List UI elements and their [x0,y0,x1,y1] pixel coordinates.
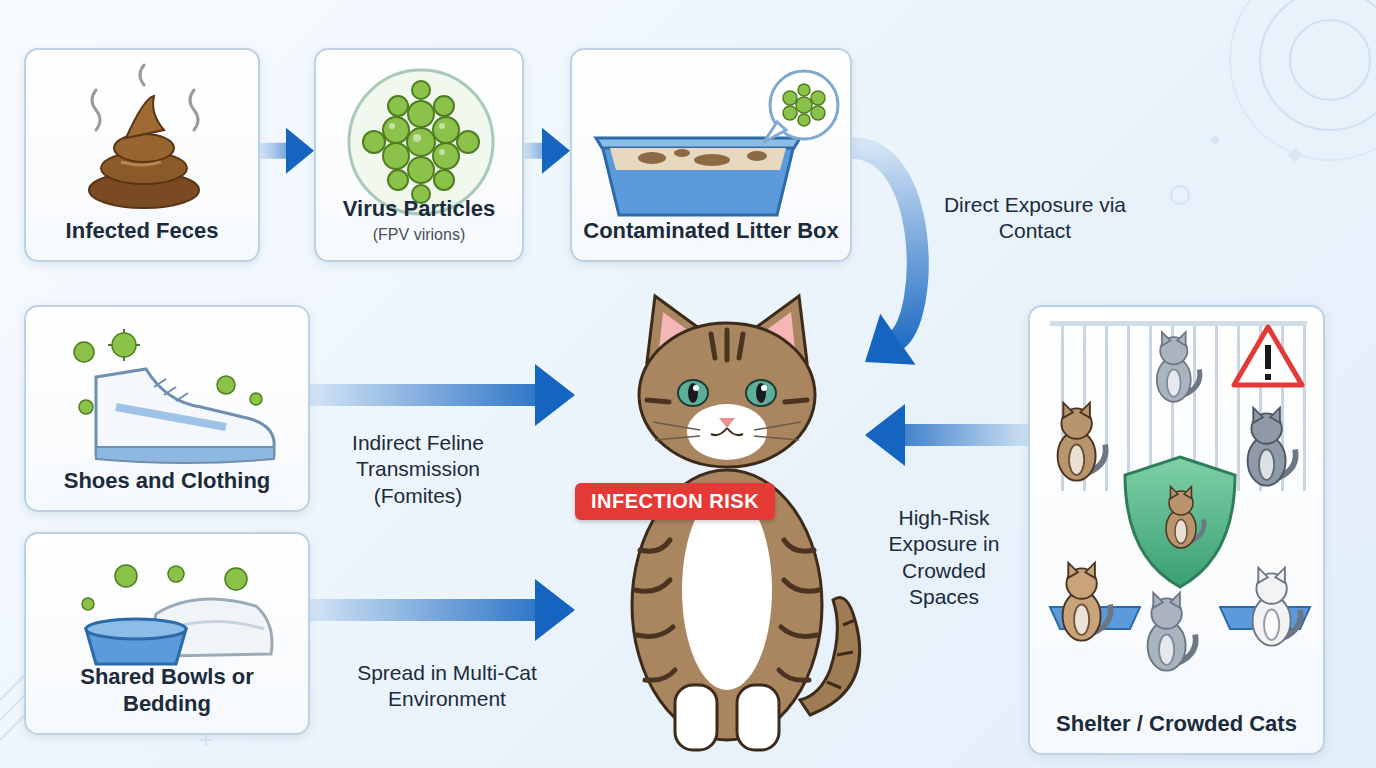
edge-label: Spread in Multi-Cat Environment [322,660,572,713]
source-box: Infected Feces [24,48,260,262]
node-title: Shoes and Clothing [64,468,271,494]
node-subtitle: (FPV virions) [373,226,465,244]
node-title: Contaminated Litter Box [583,218,838,244]
arrow-head [865,314,916,365]
edge-label: High-Risk Exposure in Crowded Spaces [880,505,1008,610]
arrow-shaft [260,143,288,159]
fomite-box: Shoes and Clothing [24,305,310,512]
arrow-shaft [903,424,1028,446]
flow-arrow [865,404,1028,466]
flow-arrow [852,148,918,365]
arrow-shaft [310,384,537,406]
flow-arrow [310,579,575,641]
arrow-head [542,128,570,174]
flow-arrow [524,128,570,174]
arrow-head [286,128,314,174]
cat-target: INFECTION RISK [575,290,865,760]
arrow-shaft [524,143,544,159]
arrow-shaft [852,148,918,340]
flow-arrow [310,364,575,426]
flow-arrow [260,128,314,174]
arrow-shaft [310,599,537,621]
node-title: Virus Particles [343,196,495,222]
node-title: Shelter / Crowded Cats [1056,711,1297,737]
risk-badge: INFECTION RISK [575,483,775,520]
edge-label: Direct Exposure via Contact [930,192,1140,245]
node-title: Infected Feces [66,218,219,244]
arrow-head [535,579,575,641]
cat-illustration [575,290,865,760]
arrow-head [535,364,575,426]
node-title: Shared Bowls or Bedding [62,664,272,717]
virus-box: Virus Particles (FPV virions) [314,48,524,262]
litter-box-node: Contaminated Litter Box [570,48,852,262]
shared-items-box: Shared Bowls or Bedding [24,532,310,735]
shelter-box: Shelter / Crowded Cats [1028,305,1325,755]
edge-label: Indirect Feline Transmission (Fomites) [313,430,523,509]
shelter-illustration [1030,307,1327,757]
arrow-head [865,404,905,466]
